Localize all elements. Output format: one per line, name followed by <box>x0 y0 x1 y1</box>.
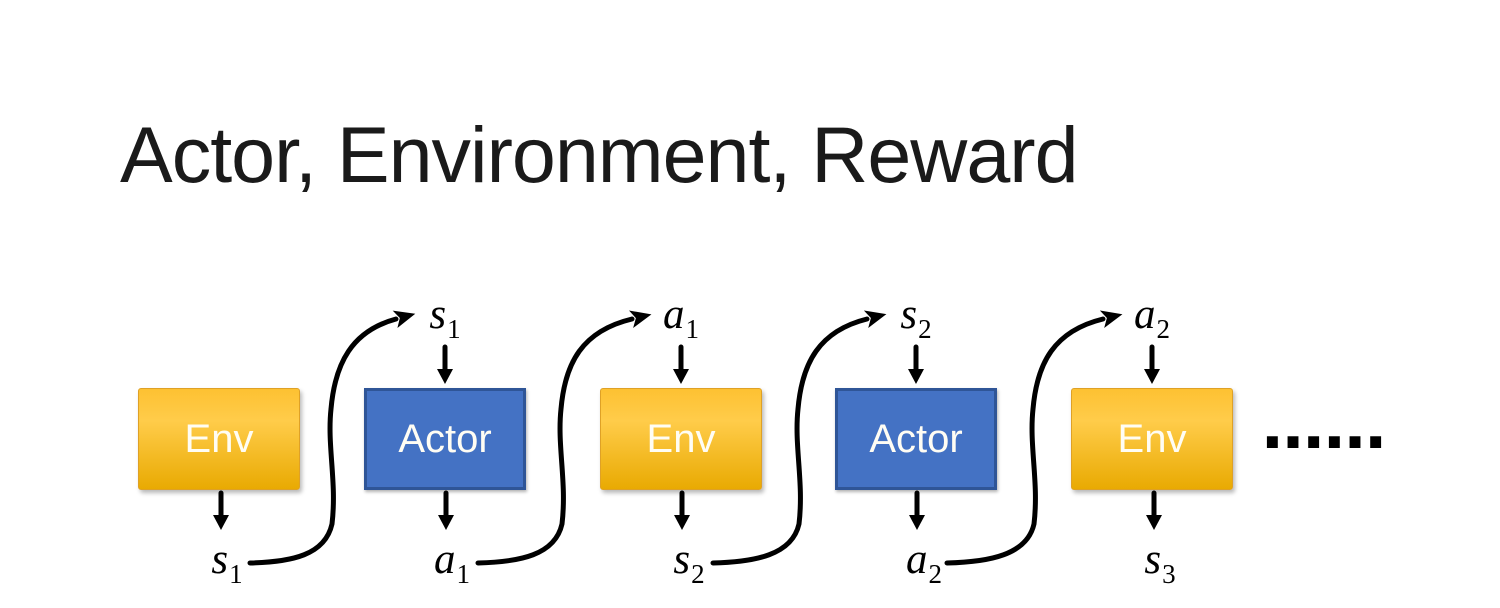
label-s2-top: s2 <box>871 293 961 343</box>
math-base: s <box>1144 536 1162 583</box>
box-label: Env <box>184 416 254 461</box>
env-box-3: Env <box>1071 388 1233 490</box>
box-label: Actor <box>869 416 963 461</box>
box-label: Env <box>646 416 716 461</box>
math-sub: 1 <box>456 559 471 589</box>
label-s2-bottom: s2 <box>644 538 734 588</box>
math-base: s <box>900 291 918 338</box>
label-a1-top: a1 <box>636 293 726 343</box>
box-label: Actor <box>398 416 492 461</box>
label-a2-bottom: a2 <box>879 538 969 588</box>
label-s1-top: s1 <box>400 293 490 343</box>
actor-box-1: Actor <box>364 388 526 490</box>
math-base: a <box>906 536 928 583</box>
label-a1-bottom: a1 <box>407 538 497 588</box>
label-s3-bottom: s3 <box>1115 538 1205 588</box>
page-title: Actor, Environment, Reward <box>120 110 1079 199</box>
curved-flow-arrow-a1 <box>475 310 652 566</box>
curved-flow-arrow-s2 <box>710 310 887 566</box>
math-sub: 2 <box>1156 314 1171 344</box>
env-box-2: Env <box>600 388 762 490</box>
math-sub: 3 <box>1162 559 1176 589</box>
actor-box-2: Actor <box>835 388 997 490</box>
math-base: s <box>211 536 229 583</box>
math-base: s <box>429 291 447 338</box>
math-sub: 2 <box>928 559 943 589</box>
curved-flow-arrow-s1 <box>247 310 416 566</box>
math-sub: 1 <box>447 314 461 344</box>
curved-flow-arrow-a2 <box>944 310 1123 566</box>
box-label: Env <box>1117 416 1187 461</box>
math-base: s <box>673 536 691 583</box>
math-sub: 2 <box>691 559 705 589</box>
math-sub: 1 <box>229 559 243 589</box>
math-base: a <box>1134 291 1156 338</box>
ellipsis: …… <box>1262 390 1386 463</box>
math-base: a <box>663 291 685 338</box>
label-s1-bottom: s1 <box>182 538 272 588</box>
math-sub: 2 <box>918 314 932 344</box>
math-base: a <box>434 536 456 583</box>
math-sub: 1 <box>685 314 700 344</box>
label-a2-top: a2 <box>1107 293 1197 343</box>
env-box-1: Env <box>138 388 300 490</box>
